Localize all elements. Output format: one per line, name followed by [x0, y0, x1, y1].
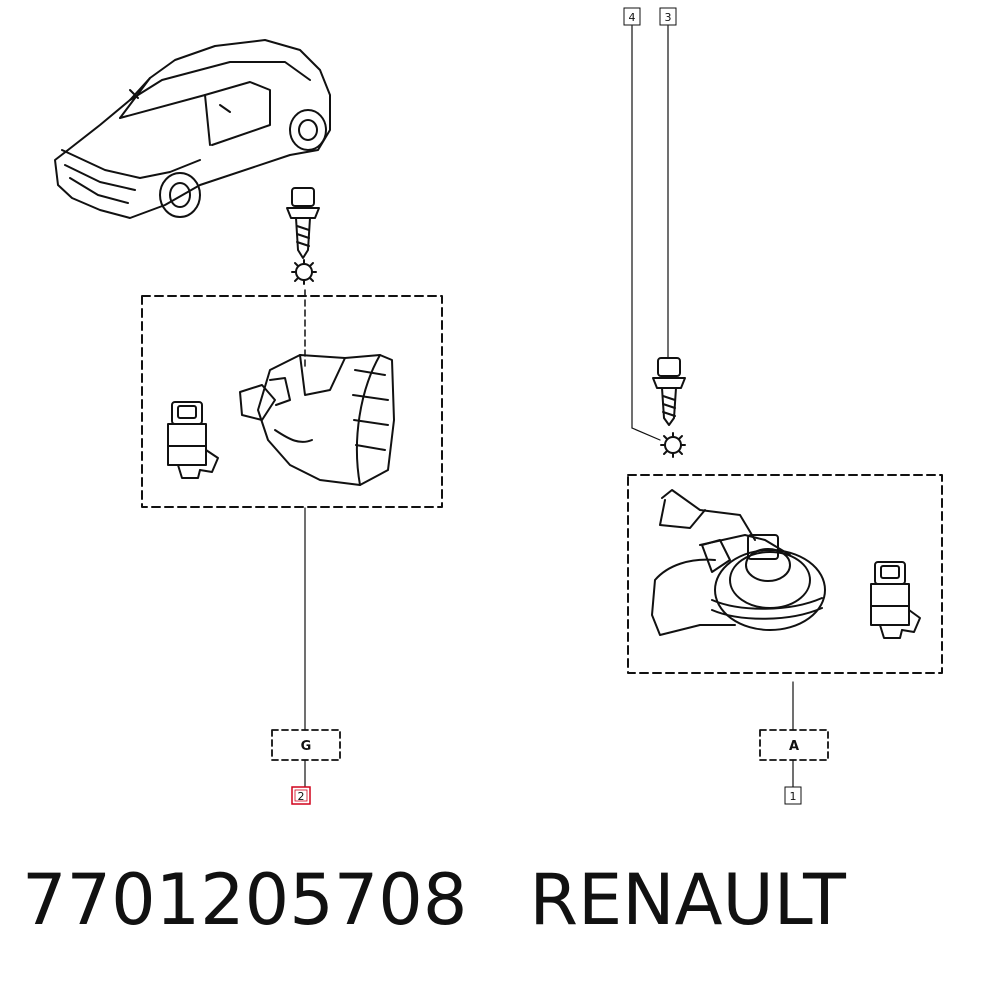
star-washer-left [291, 259, 317, 285]
callout-1[interactable]: 1 [784, 786, 802, 805]
horn-trumpet [239, 354, 395, 486]
right-assembly [627, 25, 943, 788]
callout-3-label: 3 [665, 11, 672, 24]
horn-disc [651, 489, 826, 636]
callout-4[interactable]: 4 [623, 7, 641, 26]
callout-2[interactable]: 2 [291, 786, 311, 805]
connector-right [870, 561, 921, 639]
callout-4-label: 4 [629, 11, 636, 24]
footer: 7701205708 RENAULT [22, 858, 846, 942]
connector-left [167, 401, 219, 479]
bolt-left [286, 187, 320, 259]
car-illustration [54, 39, 331, 219]
callout-1-label: 1 [790, 790, 797, 803]
group-label-g: G [301, 739, 312, 754]
bolt-right [652, 357, 686, 426]
callout-2-label: 2 [298, 790, 305, 803]
group-label-a: A [789, 739, 799, 754]
part-number: 7701205708 [22, 859, 468, 941]
star-washer-right [660, 432, 686, 458]
brand-name: RENAULT [529, 859, 846, 941]
left-assembly [141, 187, 443, 788]
callout-3[interactable]: 3 [659, 7, 677, 26]
